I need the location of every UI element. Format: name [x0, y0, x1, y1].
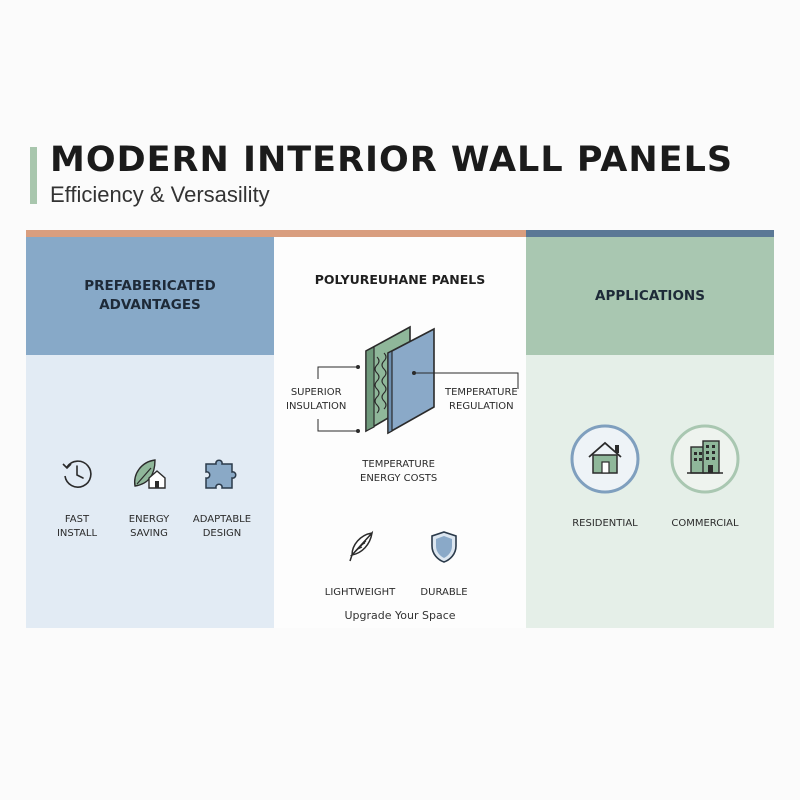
feather-icon [349, 530, 374, 562]
building-icon [670, 424, 740, 494]
top-rule-orange [26, 230, 526, 237]
prefabricated-advantages-header: PREFABERICATED ADVANTAGES [26, 237, 274, 355]
application-residential: RESIDENTIAL [556, 409, 654, 531]
feature-lightweight-label: LIGHTWEIGHT [324, 587, 396, 598]
right-callout-line [412, 371, 519, 389]
feature-durable: DURABLE [406, 515, 482, 600]
upgrade-your-space-text: Upgrade Your Space [344, 609, 456, 622]
application-commercial-label: COMMERCIAL [671, 518, 739, 529]
page-subtitle: Efficiency & Versasility [50, 182, 270, 207]
feature-energy-saving: ENERGY SAVING [114, 442, 184, 541]
prefabricated-advantages-panel: PREFABERICATED ADVANTAGES FAST INSTALL E… [26, 237, 274, 628]
feature-lightweight: LIGHTWEIGHT [320, 515, 400, 600]
puzzle-icon [205, 459, 237, 489]
house-icon [570, 424, 640, 494]
clock-icon [62, 460, 92, 488]
feature-fast-install-label: FAST INSTALL [56, 514, 98, 539]
polyurethane-panels-heading: POLYUREUHANE PANELS [314, 272, 486, 287]
polyurethane-panels-panel: POLYUREUHANE PANELS SUPERIOR INSULATION … [274, 237, 526, 628]
superior-insulation-label: SUPERIOR INSULATION [286, 387, 347, 412]
wall-panel-diagram-icon [365, 325, 435, 435]
left-callout-line [317, 365, 360, 433]
applications-panel: APPLICATIONS RESIDENTIAL CO [526, 237, 774, 628]
temperature-regulation-label: TEMPERATURE REGULATION [445, 387, 518, 412]
top-rule-navy [526, 230, 774, 237]
feature-durable-label: DURABLE [420, 587, 468, 598]
feature-fast-install: FAST INSTALL [42, 442, 112, 541]
application-residential-label: RESIDENTIAL [572, 518, 638, 529]
leaf-house-icon [134, 459, 166, 489]
feature-adaptable-design: ADAPTABLE DESIGN [186, 442, 258, 541]
prefabricated-advantages-heading: PREFABERICATED ADVANTAGES [84, 278, 216, 313]
title-accent-bar [30, 147, 37, 204]
feature-adaptable-design-label: ADAPTABLE DESIGN [192, 514, 252, 539]
application-commercial: COMMERCIAL [656, 409, 754, 531]
temperature-energy-costs-label: TEMPERATURE ENERGY COSTS [360, 459, 438, 484]
feature-energy-saving-label: ENERGY SAVING [128, 514, 170, 539]
applications-heading: APPLICATIONS [595, 287, 705, 304]
shield-icon [431, 531, 457, 563]
applications-header: APPLICATIONS [526, 237, 774, 355]
page-title: MODERN INTERIOR WALL PANELS [50, 140, 734, 180]
